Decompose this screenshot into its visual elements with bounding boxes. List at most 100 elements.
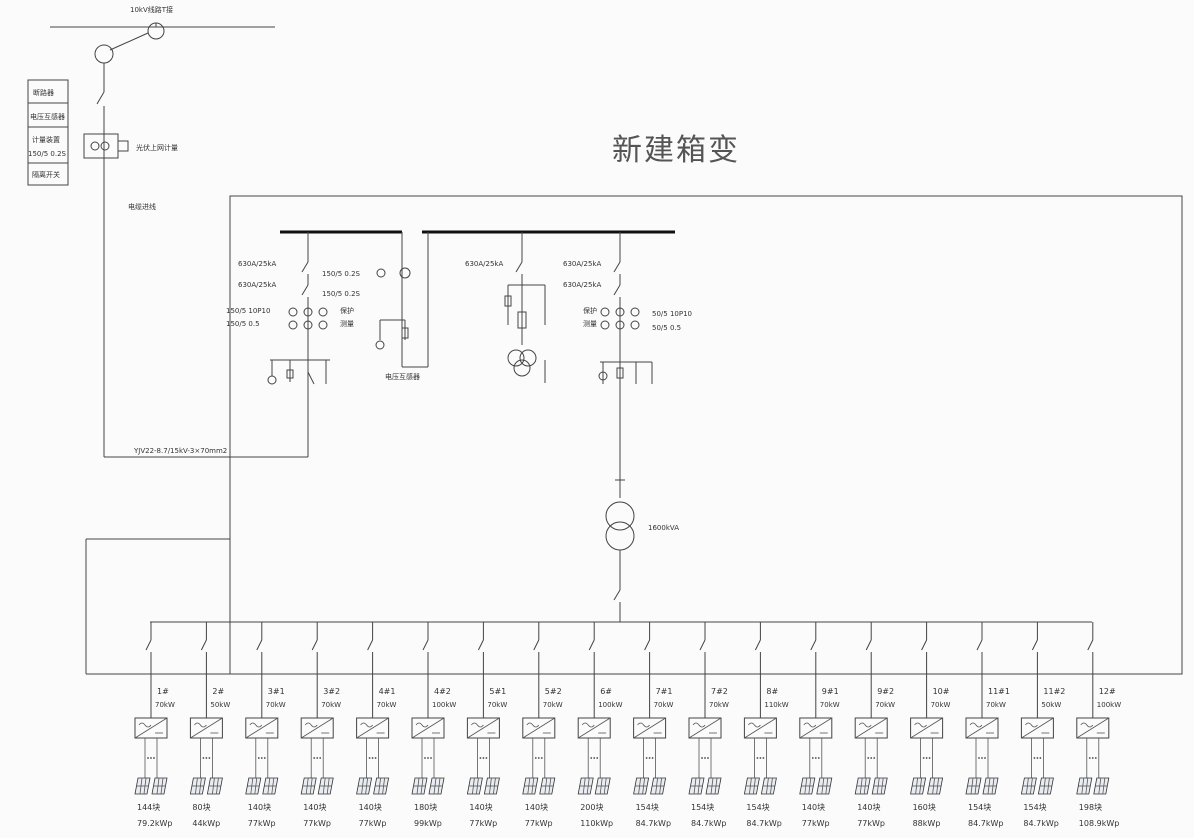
branch-breaker xyxy=(644,639,651,651)
inverter-diag xyxy=(854,717,888,739)
panel-count: 140块 xyxy=(303,802,326,812)
panel-capacity: 84.7kWp xyxy=(636,819,671,828)
branch-breaker xyxy=(976,639,983,651)
ellipsis-dot xyxy=(260,757,263,759)
feeder-left-ct2: 150/5 0.5 xyxy=(226,320,260,328)
panel-count: 140块 xyxy=(857,802,880,812)
ellipsis-dot xyxy=(430,757,432,759)
inverter-ac-symbol xyxy=(858,722,872,728)
inverter-box xyxy=(577,717,611,739)
ellipsis-dot xyxy=(1036,757,1039,759)
inverter-power: 70kW xyxy=(709,701,729,709)
feeder-mid-switch: 630A/25kA xyxy=(465,260,503,268)
inverter-box xyxy=(134,717,168,739)
ellipsis-dot xyxy=(928,757,931,759)
branch-breaker xyxy=(533,639,540,651)
ellipsis-dot xyxy=(870,757,873,759)
inverter-ac-symbol xyxy=(692,722,706,728)
inverter-power: 110kW xyxy=(764,701,788,709)
ellipsis-dot xyxy=(925,757,928,759)
inverter-box xyxy=(633,717,667,739)
branch-breaker xyxy=(200,639,207,651)
inverter-ac-symbol xyxy=(803,722,817,728)
drop-fuse-circle xyxy=(94,44,114,64)
left-box-row: 电压互感器 xyxy=(30,112,65,121)
panel-capacity: 84.7kWp xyxy=(968,819,1003,828)
inverter-power: 100kW xyxy=(598,701,622,709)
inverter-power: 100kW xyxy=(432,701,456,709)
left-box-row: 150/5 0.2S xyxy=(28,150,67,158)
inverter-box xyxy=(743,717,777,739)
inverter-id: 5#1 xyxy=(489,687,506,696)
panel-count: 140块 xyxy=(248,802,271,812)
ellipsis-dot xyxy=(540,757,543,759)
inverter-power: 70kW xyxy=(321,701,341,709)
left-label-box: 断路器 电压互感器 计量装置 150/5 0.2S 隔离开关 xyxy=(27,79,69,186)
ellipsis-dot xyxy=(704,757,706,759)
branch-breaker xyxy=(256,639,263,651)
inverter-id: 2# xyxy=(212,687,224,696)
feeder-right-ct1: 50/5 10P10 xyxy=(652,310,692,318)
ellipsis-dot xyxy=(817,757,820,759)
inverter-power: 50kW xyxy=(1041,701,1061,709)
ellipsis-dot xyxy=(596,757,599,759)
ellipsis-dot xyxy=(313,757,316,759)
ellipsis-dot xyxy=(590,757,593,759)
metering-section: 150/5 0.2S 150/5 0.2S 电压互感器 xyxy=(322,232,429,381)
panel-capacity: 110kWp xyxy=(580,819,613,828)
branch-breaker xyxy=(865,639,872,651)
inverter-power: 70kW xyxy=(986,701,1006,709)
inverter-ac-symbol xyxy=(637,722,650,728)
ellipsis-dot xyxy=(368,757,371,759)
feeder-right: 630A/25kA 630A/25kA 保护 测量 50/5 10P10 50/… xyxy=(563,232,692,498)
ellipsis-dot xyxy=(374,757,377,759)
panel-count: 154块 xyxy=(968,802,991,812)
inverter-ac-symbol xyxy=(360,722,373,728)
feeder-right-switch2: 630A/25kA xyxy=(563,281,601,289)
metering-cabinet: 光伏上网计量 xyxy=(83,133,178,159)
panel-capacity: 77kWp xyxy=(469,819,497,828)
inverter-diag xyxy=(633,717,666,739)
inverter-diag xyxy=(688,717,722,739)
branch-breaker xyxy=(754,639,761,651)
pt-label: 电压互感器 xyxy=(385,372,420,381)
ellipsis-dot xyxy=(707,757,709,759)
inverter-diag xyxy=(356,717,389,739)
inverter-ac-symbol xyxy=(526,722,540,728)
inverter-box xyxy=(466,717,500,739)
ellipsis-dot xyxy=(867,757,870,759)
ellipsis-dot xyxy=(922,757,925,759)
incoming-line-label: 10kV线路T接 xyxy=(130,5,173,14)
inverter-ac-symbol xyxy=(1080,722,1094,728)
inverter-box xyxy=(300,717,334,739)
panel-count: 80块 xyxy=(192,802,210,812)
ellipsis-dot xyxy=(479,757,482,759)
ellipsis-dot xyxy=(534,757,537,759)
inverter-power: 70kW xyxy=(266,701,286,709)
ellipsis-dot xyxy=(814,757,817,759)
panel-count: 140块 xyxy=(525,802,548,812)
inverter-box xyxy=(356,717,390,739)
drop-switch xyxy=(109,32,149,51)
panel-count: 198块 xyxy=(1079,802,1102,812)
inverter-ac-symbol xyxy=(914,722,927,728)
ellipsis-dot xyxy=(1033,757,1036,759)
inverter-box xyxy=(522,717,556,739)
inverter-id: 7#1 xyxy=(656,687,673,696)
inverter-diag xyxy=(134,717,168,739)
inverter-diag xyxy=(965,717,999,739)
inverter-id: 3#2 xyxy=(323,687,340,696)
inverter-id: 4#2 xyxy=(434,687,451,696)
inverter-box xyxy=(688,717,722,739)
panel-count: 140块 xyxy=(469,802,492,812)
ellipsis-dot xyxy=(811,757,814,759)
ellipsis-dot xyxy=(759,757,762,759)
branch-breaker xyxy=(588,639,595,651)
inverter-power: 70kW xyxy=(820,701,840,709)
ellipsis-dot xyxy=(424,757,426,759)
